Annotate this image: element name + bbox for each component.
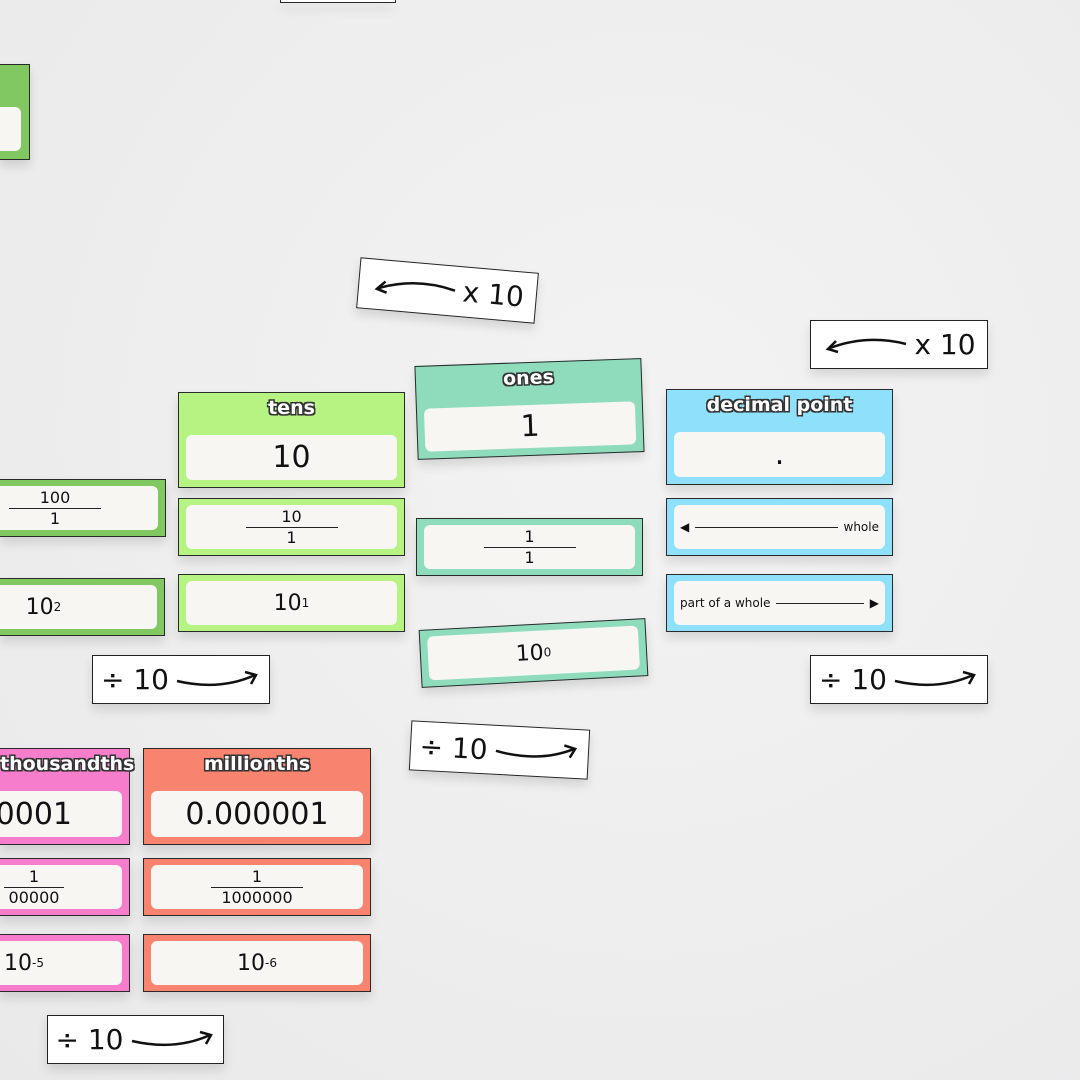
whole-card: ◀ whole — [666, 498, 893, 556]
multiply-ten-card: x 10 — [810, 320, 988, 369]
denominator: 1000000 — [221, 887, 293, 907]
divide-label: ÷ 10 — [418, 729, 489, 766]
power-base: 10 — [273, 590, 302, 616]
power-base: 10 — [25, 594, 54, 620]
multiply-label: x 10 — [461, 275, 526, 314]
numerator: 10 — [281, 506, 302, 526]
arrow-right-icon — [894, 670, 976, 686]
decimal-point-value: . — [674, 432, 885, 477]
tens-value: 10 — [186, 435, 397, 480]
part-of-whole-card: part of a whole ▶ — [666, 574, 893, 632]
denominator: 1 — [286, 527, 297, 547]
ones-title: ones — [502, 366, 555, 390]
divide-ten-card: ÷ 10 — [47, 1015, 224, 1064]
denominator: 1 — [524, 547, 535, 567]
arrow-left-icon — [826, 338, 907, 353]
power-base: 10 — [515, 639, 545, 667]
millionths-title: millionths — [203, 753, 311, 775]
power-exponent: 0 — [543, 645, 552, 660]
numerator: 1 — [524, 526, 535, 546]
hundred-thousandths-value: 00001 — [0, 791, 122, 837]
tens-title: tens — [268, 397, 315, 419]
ones-title-card: ones 1 — [414, 358, 645, 460]
arrow-right-icon — [176, 670, 258, 686]
arrow-right-icon: ▶ — [869, 596, 879, 610]
tens-title-card: tens 10 — [178, 392, 405, 488]
partial-green-card — [0, 64, 30, 160]
whole-label: whole — [843, 520, 879, 534]
arrow-left-icon — [374, 280, 456, 294]
power-exponent: -6 — [265, 956, 277, 970]
hundred-thousandths-title: thousandths — [0, 753, 135, 775]
divide-label: ÷ 10 — [55, 1023, 124, 1056]
power-exponent: 1 — [301, 596, 310, 610]
hundred-thousandths-title-card: thousandths 00001 — [0, 748, 135, 845]
decimal-point-title: decimal point — [706, 394, 853, 416]
power-exponent: -5 — [32, 956, 44, 970]
arrow-left-icon: ◀ — [680, 520, 690, 534]
hundred-thousandths-power-card: 10-5 — [0, 934, 130, 992]
decimal-point-title-card: decimal point. — [666, 389, 893, 485]
denominator: 1 — [49, 508, 61, 528]
millionths-title-card: millionths 0.000001 — [143, 748, 371, 845]
power-base: 10 — [237, 950, 266, 976]
divide-ten-card: ÷ 10 — [92, 655, 270, 704]
arrow-right-icon — [495, 744, 577, 759]
denominator: 00000 — [8, 887, 60, 907]
divide-label: ÷ 10 — [101, 663, 169, 696]
part-of-whole-label: part of a whole — [680, 596, 771, 610]
power-exponent: 2 — [53, 600, 62, 614]
divide-ten-card: ÷ 10 — [810, 655, 988, 704]
multiply-label: x 10 — [914, 328, 976, 361]
multiply-ten-card: x 10 — [356, 257, 539, 324]
millionths-value: 0.000001 — [151, 791, 363, 837]
numerator: 100 — [39, 487, 71, 507]
numerator: 1 — [28, 866, 40, 886]
arrow-right-icon — [131, 1030, 213, 1046]
ones-value: 1 — [423, 401, 637, 452]
millionths-power-card: 10-6 — [143, 934, 371, 992]
partial-operator-card — [280, 0, 396, 3]
numerator: 1 — [251, 866, 263, 886]
divide-label: ÷ 10 — [819, 663, 887, 696]
divide-ten-card: ÷ 10 — [408, 720, 591, 780]
power-base: 10 — [4, 950, 32, 976]
